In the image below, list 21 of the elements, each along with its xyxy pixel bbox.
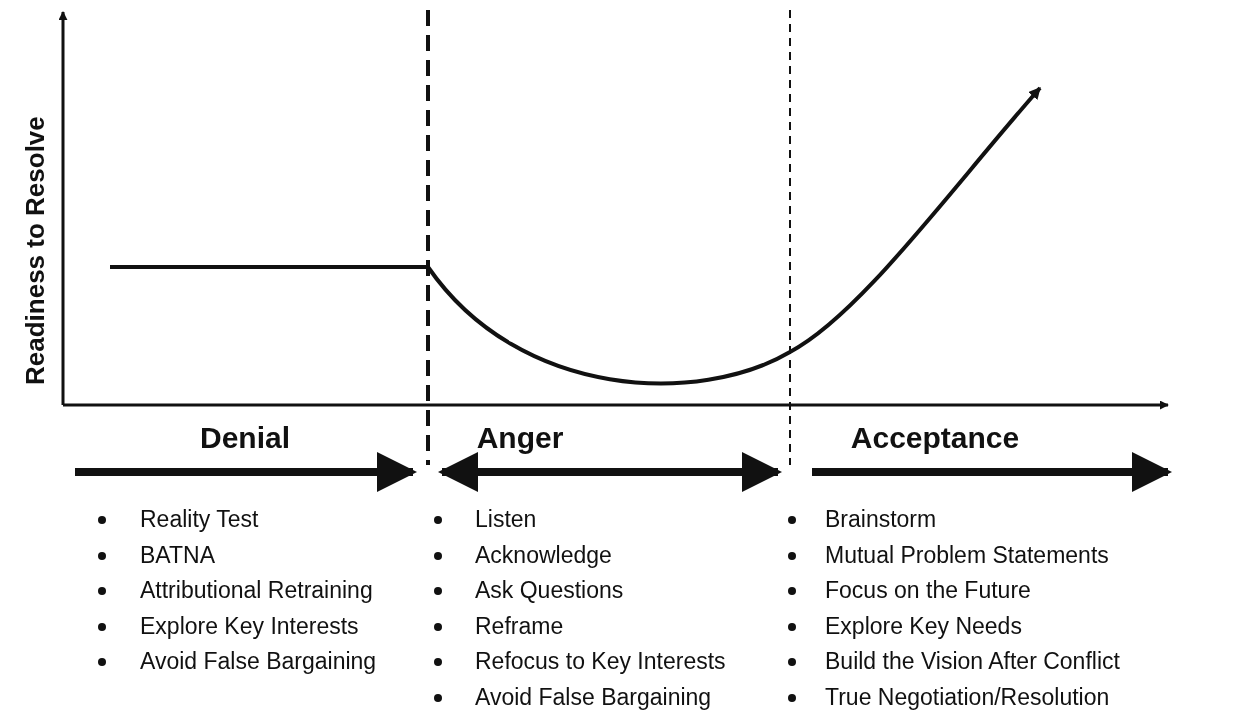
list-item: Refocus to Key Interests	[475, 648, 726, 675]
list-item: Brainstorm	[825, 506, 937, 533]
list-item: Explore Key Interests	[140, 612, 359, 640]
phase-heading: Anger	[476, 421, 564, 455]
axis-label: Readiness to Resolve	[20, 116, 51, 385]
list-item: Avoid False Bargaining	[475, 683, 712, 711]
list-item: Acknowledge	[475, 541, 612, 569]
list-item: Reality Test	[140, 506, 259, 533]
list-item: Explore Key Needs	[825, 612, 1022, 640]
list-item: BATNA	[140, 541, 215, 569]
list-item: Listen	[475, 506, 537, 533]
phase-heading: Acceptance	[850, 421, 1020, 455]
list-item: True Negotiation/Resolution	[825, 683, 1110, 711]
list-item: Reframe	[475, 612, 564, 640]
list-item: Ask Questions	[475, 577, 624, 604]
list-item: Mutual Problem Statements	[825, 541, 1109, 569]
list-item: Build the Vision After Conflict	[825, 648, 1120, 675]
phase-heading: Denial	[200, 421, 290, 455]
list-item: Focus on the Future	[825, 577, 1031, 604]
list-item: Attributional Retraining	[140, 577, 373, 604]
list-item: Avoid False Bargaining	[140, 648, 377, 675]
